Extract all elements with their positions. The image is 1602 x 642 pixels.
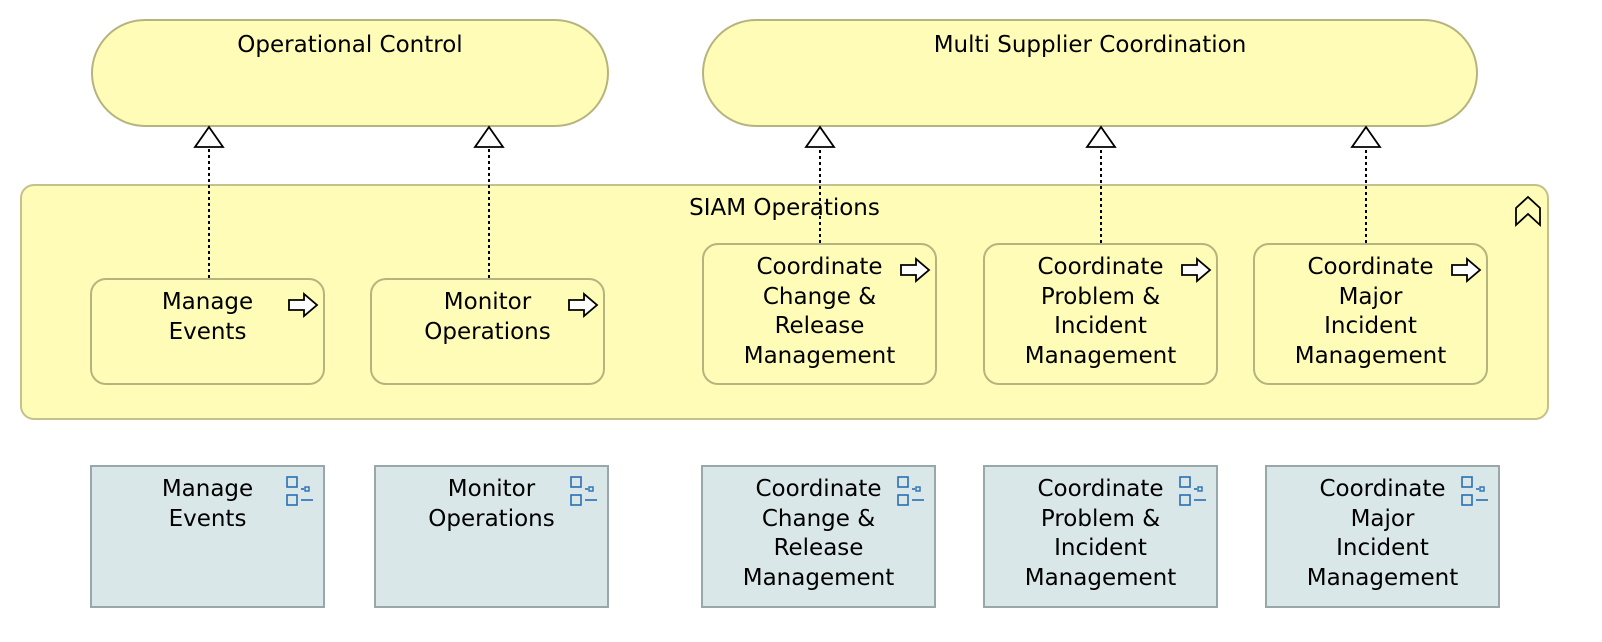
process-arrow-icon xyxy=(1451,257,1482,283)
service-label: Operational Control xyxy=(237,32,463,58)
process-manage-events[interactable]: Manage Events xyxy=(90,278,325,385)
realization-relation[interactable] xyxy=(1350,125,1382,243)
process-arrow-icon xyxy=(568,292,599,318)
process-label: Coordinate Problem & Incident Management xyxy=(1024,254,1177,369)
process-coordinate-major-incident[interactable]: Coordinate Major Incident Management xyxy=(1253,243,1488,385)
component-label: Manage Events xyxy=(161,476,254,532)
process-label: Manage Events xyxy=(161,289,254,345)
realization-relation[interactable] xyxy=(804,125,836,243)
group-label: SIAM Operations xyxy=(689,195,880,221)
service-label: Multi Supplier Coordination xyxy=(933,32,1247,58)
process-monitor-operations[interactable]: Monitor Operations xyxy=(370,278,605,385)
application-function-icon xyxy=(1461,476,1488,506)
component-label: Coordinate Major Incident Management xyxy=(1306,476,1459,591)
component-coordinate-problem-incident[interactable]: Coordinate Problem & Incident Management xyxy=(983,465,1218,608)
service-multi-supplier-coordination[interactable]: Multi Supplier Coordination xyxy=(702,19,1478,127)
process-arrow-icon xyxy=(1181,257,1212,283)
process-label: Coordinate Major Incident Management xyxy=(1294,254,1447,369)
component-monitor-operations[interactable]: Monitor Operations xyxy=(374,465,609,608)
process-coordinate-change-release[interactable]: Coordinate Change & Release Management xyxy=(702,243,937,385)
realization-relation[interactable] xyxy=(1085,125,1117,243)
process-label: Monitor Operations xyxy=(424,289,551,345)
service-operational-control[interactable]: Operational Control xyxy=(91,19,609,127)
component-coordinate-change-release[interactable]: Coordinate Change & Release Management xyxy=(701,465,936,608)
component-manage-events[interactable]: Manage Events xyxy=(90,465,325,608)
collapse-chevron-icon[interactable] xyxy=(1513,194,1543,228)
process-coordinate-problem-incident[interactable]: Coordinate Problem & Incident Management xyxy=(983,243,1218,385)
process-arrow-icon xyxy=(900,257,931,283)
application-function-icon xyxy=(897,476,924,506)
component-label: Coordinate Change & Release Management xyxy=(742,476,895,591)
application-function-icon xyxy=(1179,476,1206,506)
process-label: Coordinate Change & Release Management xyxy=(743,254,896,369)
process-arrow-icon xyxy=(288,292,319,318)
realization-relation[interactable] xyxy=(473,125,505,278)
realization-relation[interactable] xyxy=(193,125,225,278)
component-coordinate-major-incident[interactable]: Coordinate Major Incident Management xyxy=(1265,465,1500,608)
component-label: Monitor Operations xyxy=(428,476,555,532)
component-label: Coordinate Problem & Incident Management xyxy=(1024,476,1177,591)
application-function-icon xyxy=(570,476,597,506)
application-function-icon xyxy=(286,476,313,506)
